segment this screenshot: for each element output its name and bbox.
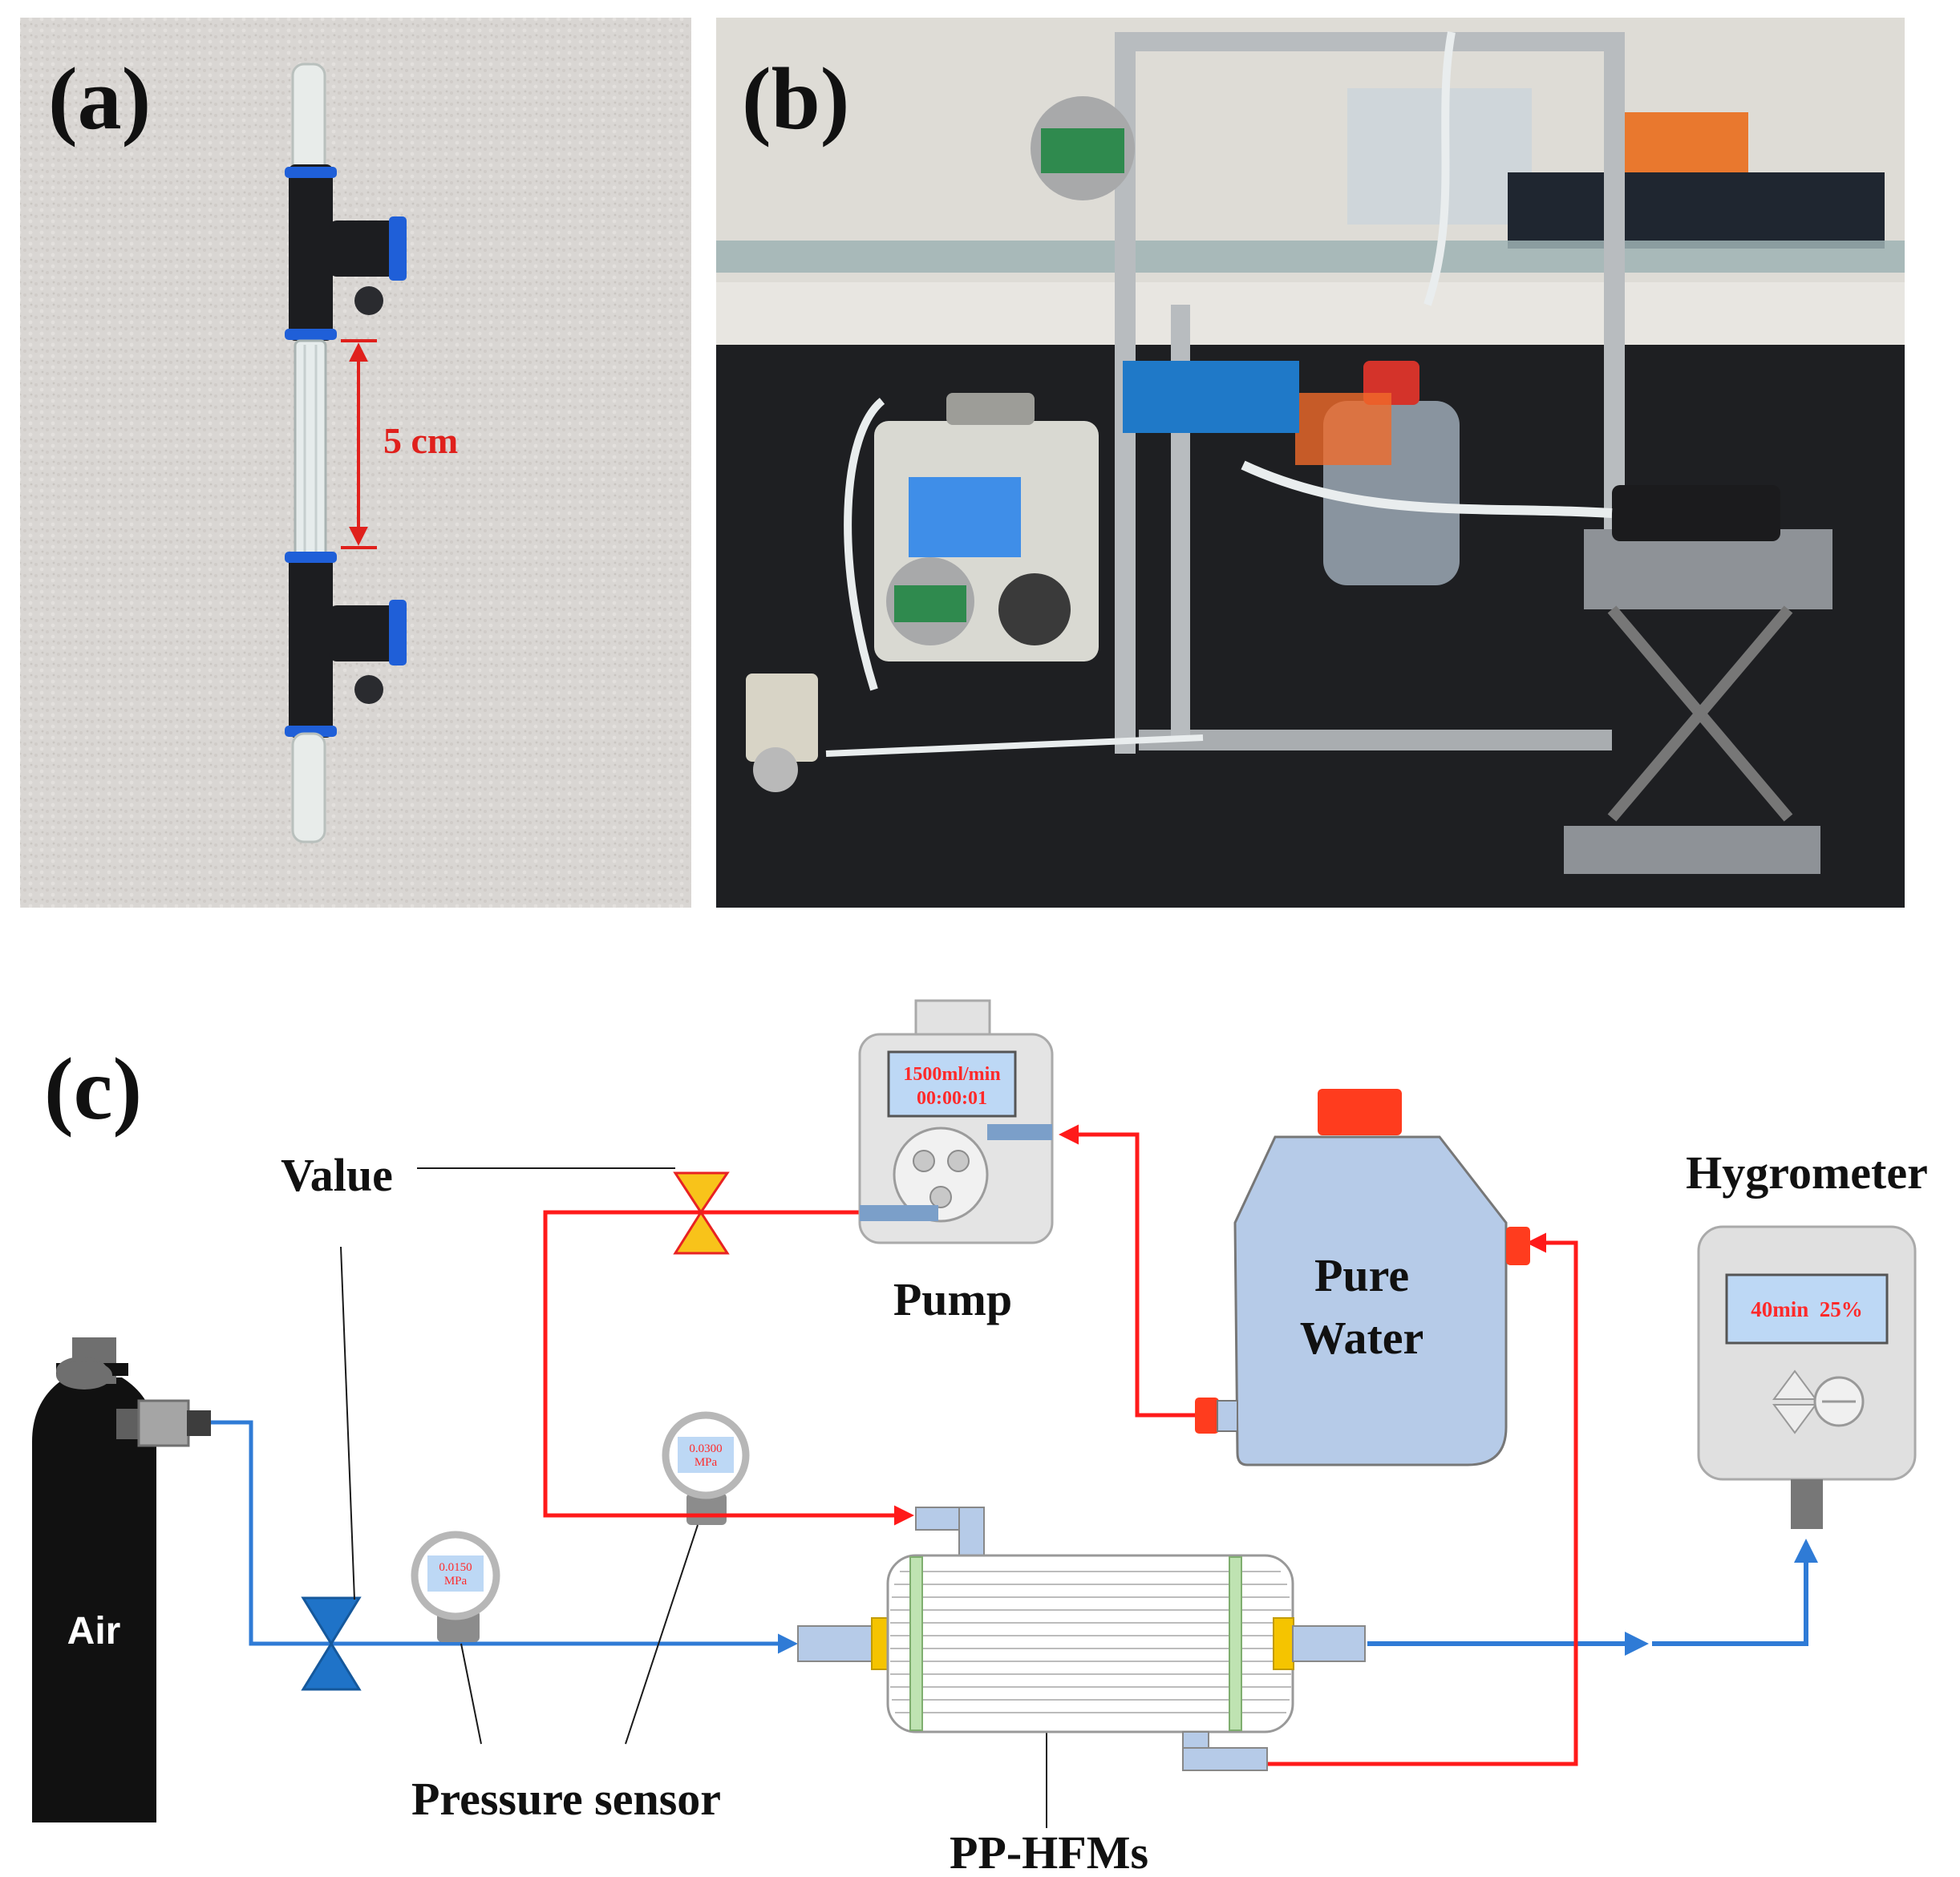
pump-label: Pump: [893, 1273, 1012, 1325]
pressure-gauge-2: [662, 1411, 750, 1525]
hygrometer: [1697, 1225, 1917, 1529]
pp-hfm-module: [797, 1507, 1366, 1771]
water-valve: [673, 1171, 730, 1255]
pressure-sensor-label: Pressure sensor: [411, 1773, 721, 1825]
gauge-2-value: 0.0300: [689, 1442, 722, 1455]
air-valve: [301, 1596, 362, 1691]
gauge-2-unit: MPa: [695, 1456, 718, 1469]
panel-a-photo: [20, 18, 691, 908]
pp-hfms-label: PP-HFMs: [950, 1826, 1148, 1877]
air-label: Air: [67, 1610, 121, 1652]
gauge-1-unit: MPa: [444, 1575, 468, 1588]
dimension-label: 5 cm: [383, 420, 458, 461]
pure-water-label-line1: Pure: [1314, 1249, 1409, 1301]
panel-b-label: (b): [742, 50, 849, 148]
pure-water-label-line2: Water: [1300, 1312, 1424, 1364]
water-line: [543, 1124, 1578, 1766]
pressure-gauge-1: [411, 1531, 500, 1642]
panel-b-photo: [716, 18, 1905, 908]
hygrometer-reading: 40min 25%: [1751, 1297, 1863, 1321]
air-line: [211, 1420, 1818, 1656]
dimension-arrow: [341, 339, 377, 549]
gauge-1-value: 0.0150: [439, 1561, 472, 1574]
air-cylinder: [32, 1337, 211, 1822]
pure-water-bottle: [1195, 1089, 1530, 1466]
panel-a-label: (a): [48, 50, 151, 148]
valve-label: Value: [281, 1149, 393, 1201]
hygrometer-label: Hygrometer: [1686, 1147, 1928, 1199]
pump: [858, 999, 1054, 1244]
pump-timer: 00:00:01: [917, 1088, 987, 1109]
pump-flow-rate: 1500ml/min: [903, 1064, 1000, 1085]
panel-c-label: (c): [44, 1040, 142, 1138]
leader-lines: [340, 1167, 1059, 1828]
